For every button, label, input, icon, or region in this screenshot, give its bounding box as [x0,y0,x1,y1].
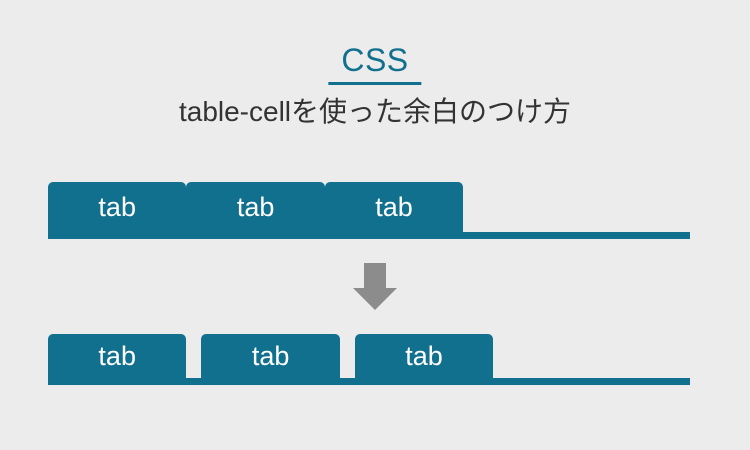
tab-after-3[interactable]: tab [354,334,494,378]
down-arrow-shaft [364,263,386,288]
tab-before-2[interactable]: tab [186,182,325,232]
tab-before-3[interactable]: tab [324,182,464,232]
down-arrow-head [353,288,397,310]
tab-after-1[interactable]: tab [48,334,187,378]
down-arrow-icon [353,263,397,310]
page-subtitle: table-cellを使った余白のつけ方 [178,96,572,127]
tab-bar-before: tab tab tab [48,182,690,239]
tab-row-after: tab tab tab [48,334,690,378]
tab-after-2[interactable]: tab [201,334,340,378]
tab-before-1[interactable]: tab [48,182,187,232]
css-title: CSS [328,43,422,85]
tab-row-before: tab tab tab [48,182,690,232]
tab-baseline-before [48,232,690,239]
tab-baseline-after [48,378,690,385]
tab-bar-after: tab tab tab [48,334,690,385]
